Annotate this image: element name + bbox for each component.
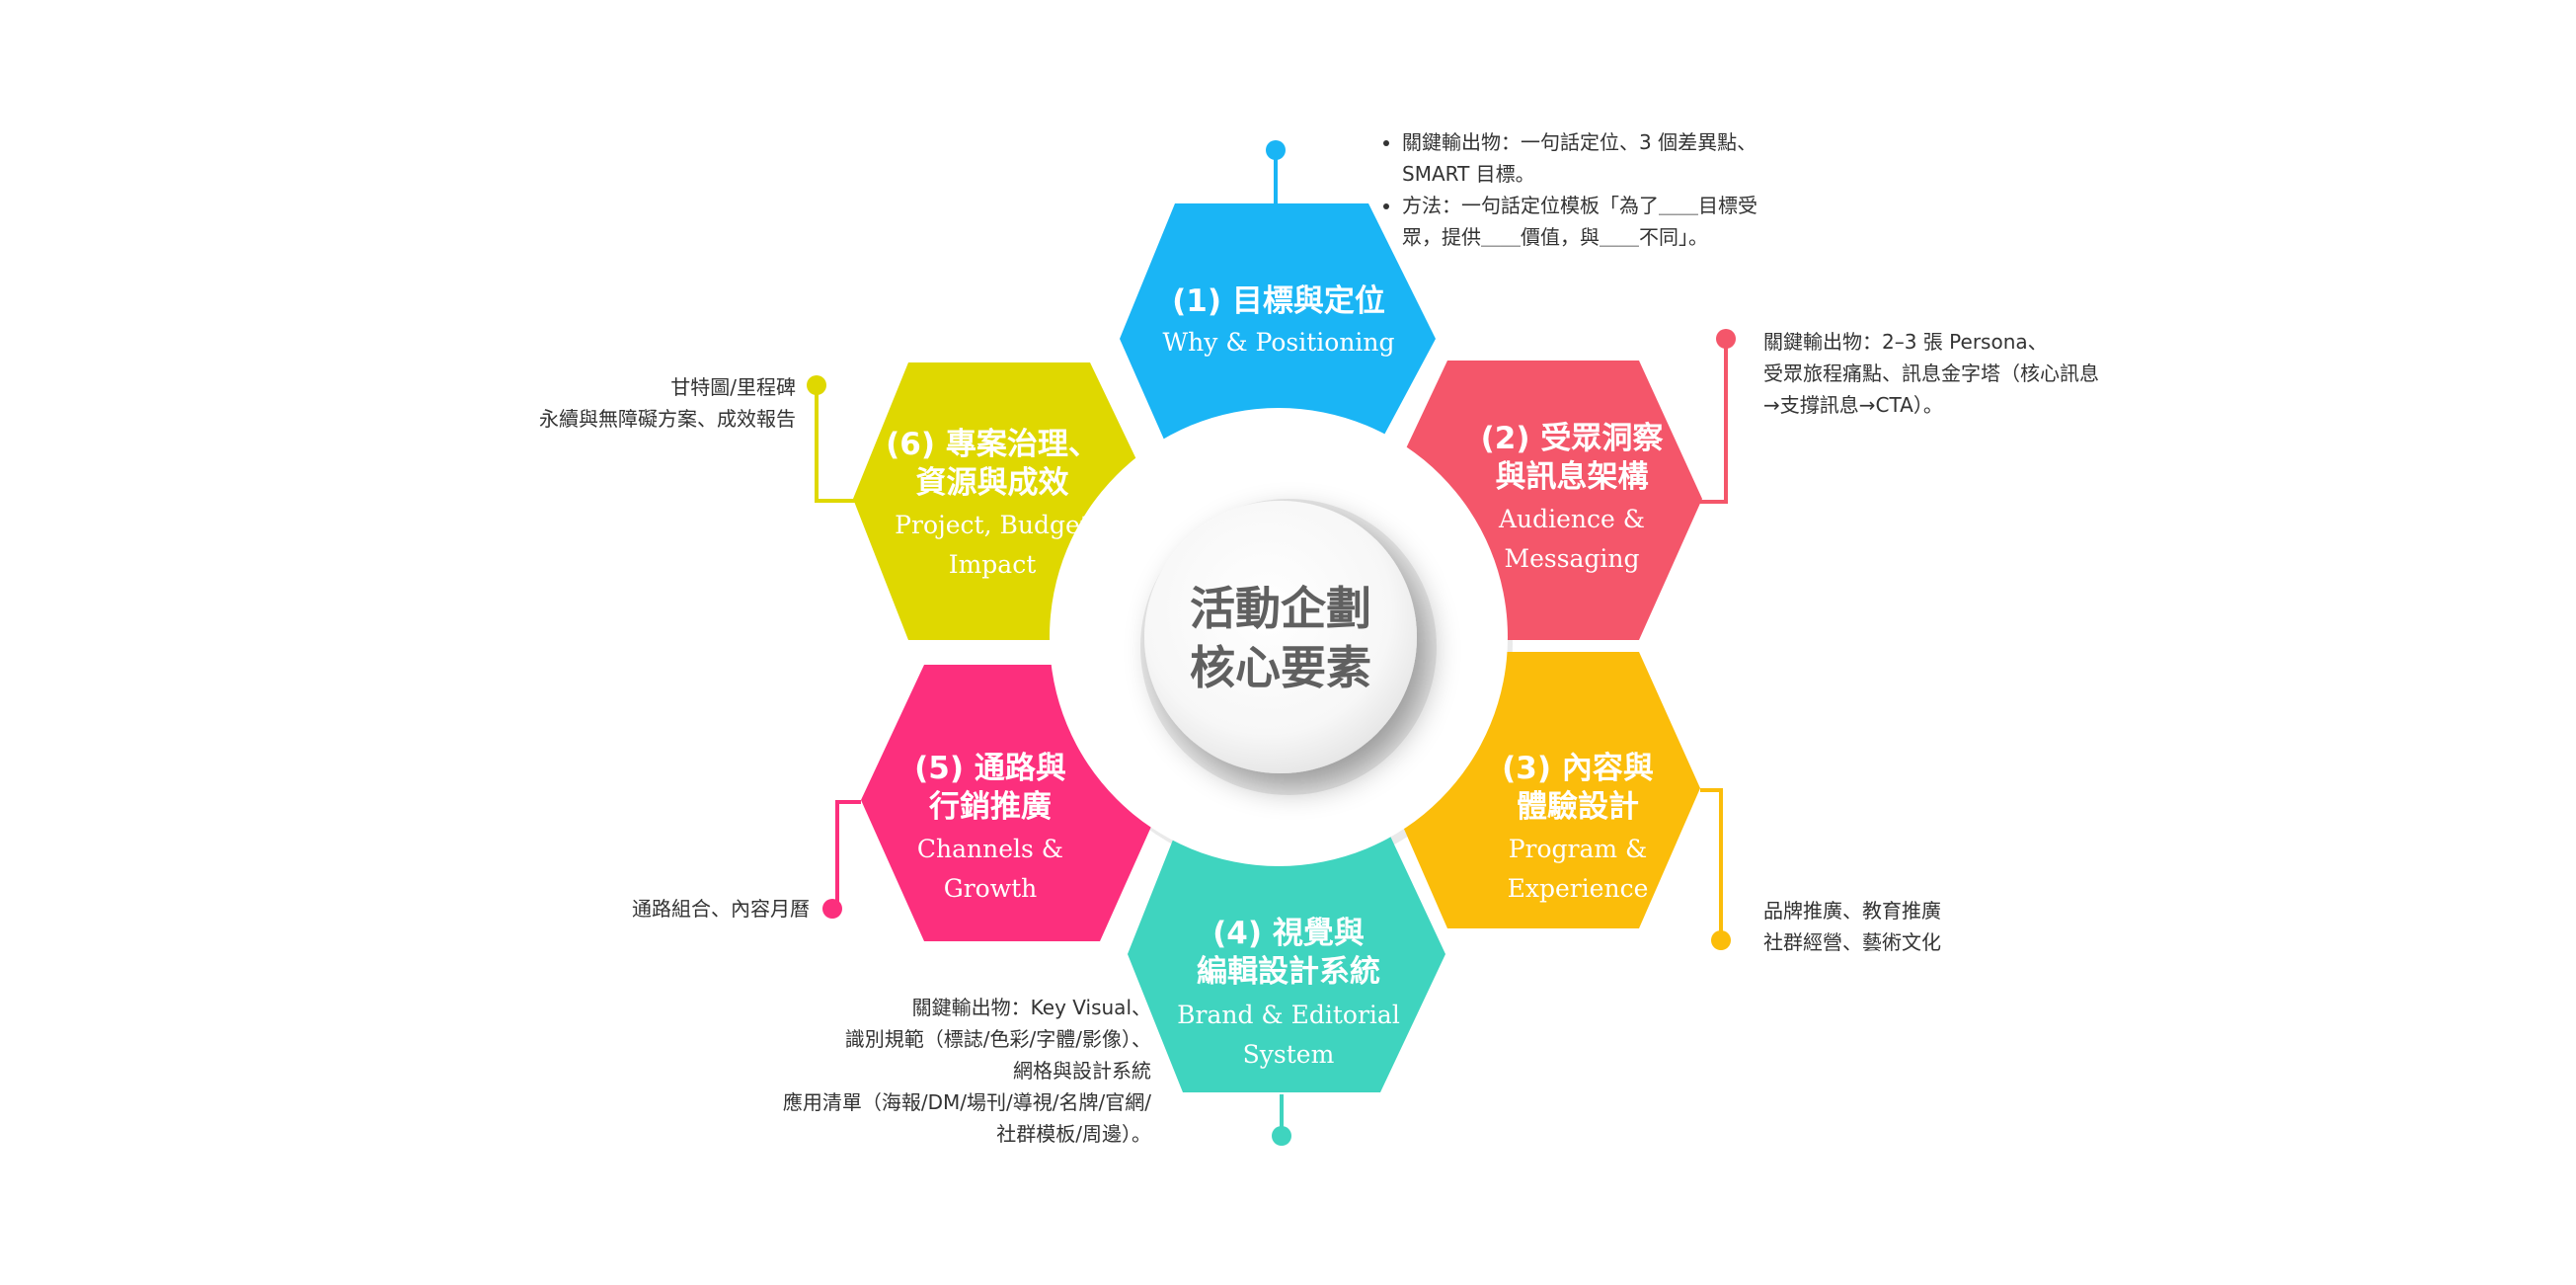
hexagon-4[interactable] <box>1128 815 1445 1092</box>
segment-3-subtitle-line1: Program & <box>1509 835 1648 863</box>
connector-2-dot <box>1716 329 1736 349</box>
segment-6-title-line2: 資源與成效 <box>916 465 1069 501</box>
note-3-line-1: 品牌推廣、教育推廣 <box>1763 899 1941 923</box>
note-4-line-4: 應用清單（海報/DM/場刊/導視/名牌/官網/ <box>782 1090 1151 1114</box>
segment-5-subtitle-line2: Growth <box>944 874 1038 903</box>
segment-1-label: (1) 目標與定位 Why & Positioning <box>1162 283 1394 357</box>
segment-3-subtitle-line2: Experience <box>1508 874 1649 903</box>
center-title-line2: 核心要素 <box>1190 641 1371 694</box>
segment-4-subtitle-line1: Brand & Editorial <box>1177 1001 1400 1029</box>
segment-4-subtitle-line2: System <box>1243 1040 1335 1069</box>
connector-2 <box>1696 339 1728 504</box>
note-1-bullet-1: 關鍵輸出物：一句話定位、3 個差異點、 SMART 目標。 <box>1402 126 1844 190</box>
segment-6-label: (6) 專案治理、 資源與成效 Project, Budget Impact <box>886 427 1099 579</box>
connector-6 <box>815 385 857 503</box>
segment-5-subtitle-line1: Channels & <box>917 835 1063 863</box>
note-segment-3: 品牌推廣、教育推廣 社群經營、藝術文化 <box>1763 895 2060 958</box>
segment-6-subtitle-line1: Project, Budget <box>895 511 1090 539</box>
center-circle <box>1144 501 1417 773</box>
segment-3-label: (3) 內容與 體驗設計 Program & Experience <box>1502 751 1654 903</box>
connector-4-dot <box>1272 1126 1291 1146</box>
segment-2-subtitle-line2: Messaging <box>1504 544 1639 573</box>
connector-1-dot <box>1266 140 1286 160</box>
segment-5-title-line1: (5) 通路與 <box>914 751 1066 786</box>
segment-4-label: (4) 視覺與 編輯設計系統 Brand & Editorial System <box>1177 916 1400 1069</box>
note-segment-2: 關鍵輸出物：2–3 張 Persona、 受眾旅程痛點、訊息金字塔（核心訊息 →… <box>1763 326 2178 421</box>
connector-3-dot <box>1711 930 1731 950</box>
connector-3 <box>1700 788 1723 940</box>
segment-2-subtitle-line1: Audience & <box>1498 505 1645 533</box>
segment-2-title-line2: 與訊息架構 <box>1496 459 1649 495</box>
note-3-line-2: 社群經營、藝術文化 <box>1763 930 1941 954</box>
note-1-list: 關鍵輸出物：一句話定位、3 個差異點、 SMART 目標。 方法：一句話定位模板… <box>1380 126 1844 253</box>
note-4-line-5: 社群模板/周邊）。 <box>996 1122 1151 1146</box>
segment-6-subtitle-line2: Impact <box>949 550 1037 579</box>
note-2-line-2: 受眾旅程痛點、訊息金字塔（核心訊息 <box>1763 361 2099 385</box>
segment-5-label: (5) 通路與 行銷推廣 Channels & Growth <box>914 751 1066 903</box>
connector-6-dot <box>807 375 826 395</box>
connector-5 <box>835 800 861 907</box>
segment-6-title-line1: (6) 專案治理、 <box>886 427 1099 462</box>
note-segment-1: 關鍵輸出物：一句話定位、3 個差異點、 SMART 目標。 方法：一句話定位模板… <box>1380 126 1844 253</box>
note-1-bullet-2: 方法：一句話定位模板「為了＿＿目標受 眾，提供＿＿價值，與＿＿不同」。 <box>1402 190 1844 253</box>
note-segment-6: 甘特圖/里程碑 永續與無障礙方案、成效報告 <box>474 371 796 435</box>
note-4-line-3: 網格與設計系統 <box>1013 1059 1151 1083</box>
segment-2-title-line1: (2) 受眾洞察 <box>1481 421 1665 456</box>
note-2-line-1: 關鍵輸出物：2–3 張 Persona、 <box>1763 330 2048 354</box>
hexagon-1[interactable] <box>1120 203 1436 464</box>
segment-5-title-line2: 行銷推廣 <box>928 789 1052 825</box>
note-4-line-1: 關鍵輸出物：Key Visual、 <box>911 996 1151 1019</box>
segment-1-title: (1) 目標與定位 <box>1172 283 1385 319</box>
note-4-line-2: 識別規範（標誌/色彩/字體/影像）、 <box>844 1027 1151 1051</box>
connectors <box>807 140 1736 1146</box>
note-6-line-1: 甘特圖/里程碑 <box>670 375 796 399</box>
note-2-line-3: →支撐訊息→CTA）。 <box>1763 393 1943 417</box>
segment-4-title-line1: (4) 視覺與 <box>1212 916 1365 951</box>
connector-5-dot <box>822 899 842 919</box>
segment-3-title-line2: 體驗設計 <box>1517 789 1639 825</box>
note-segment-4: 關鍵輸出物：Key Visual、 識別規範（標誌/色彩/字體/影像）、 網格與… <box>691 992 1151 1150</box>
note-segment-5: 通路組合、內容月曆 <box>553 893 810 924</box>
segment-1-subtitle: Why & Positioning <box>1162 328 1394 357</box>
segment-4-title-line2: 編輯設計系統 <box>1197 954 1380 990</box>
center-title-line1: 活動企劃 <box>1190 582 1371 635</box>
segment-2-label: (2) 受眾洞察 與訊息架構 Audience & Messaging <box>1481 421 1665 573</box>
note-6-line-2: 永續與無障礙方案、成效報告 <box>539 407 796 431</box>
note-5-line-1: 通路組合、內容月曆 <box>632 897 810 921</box>
segment-3-title-line1: (3) 內容與 <box>1502 751 1654 786</box>
